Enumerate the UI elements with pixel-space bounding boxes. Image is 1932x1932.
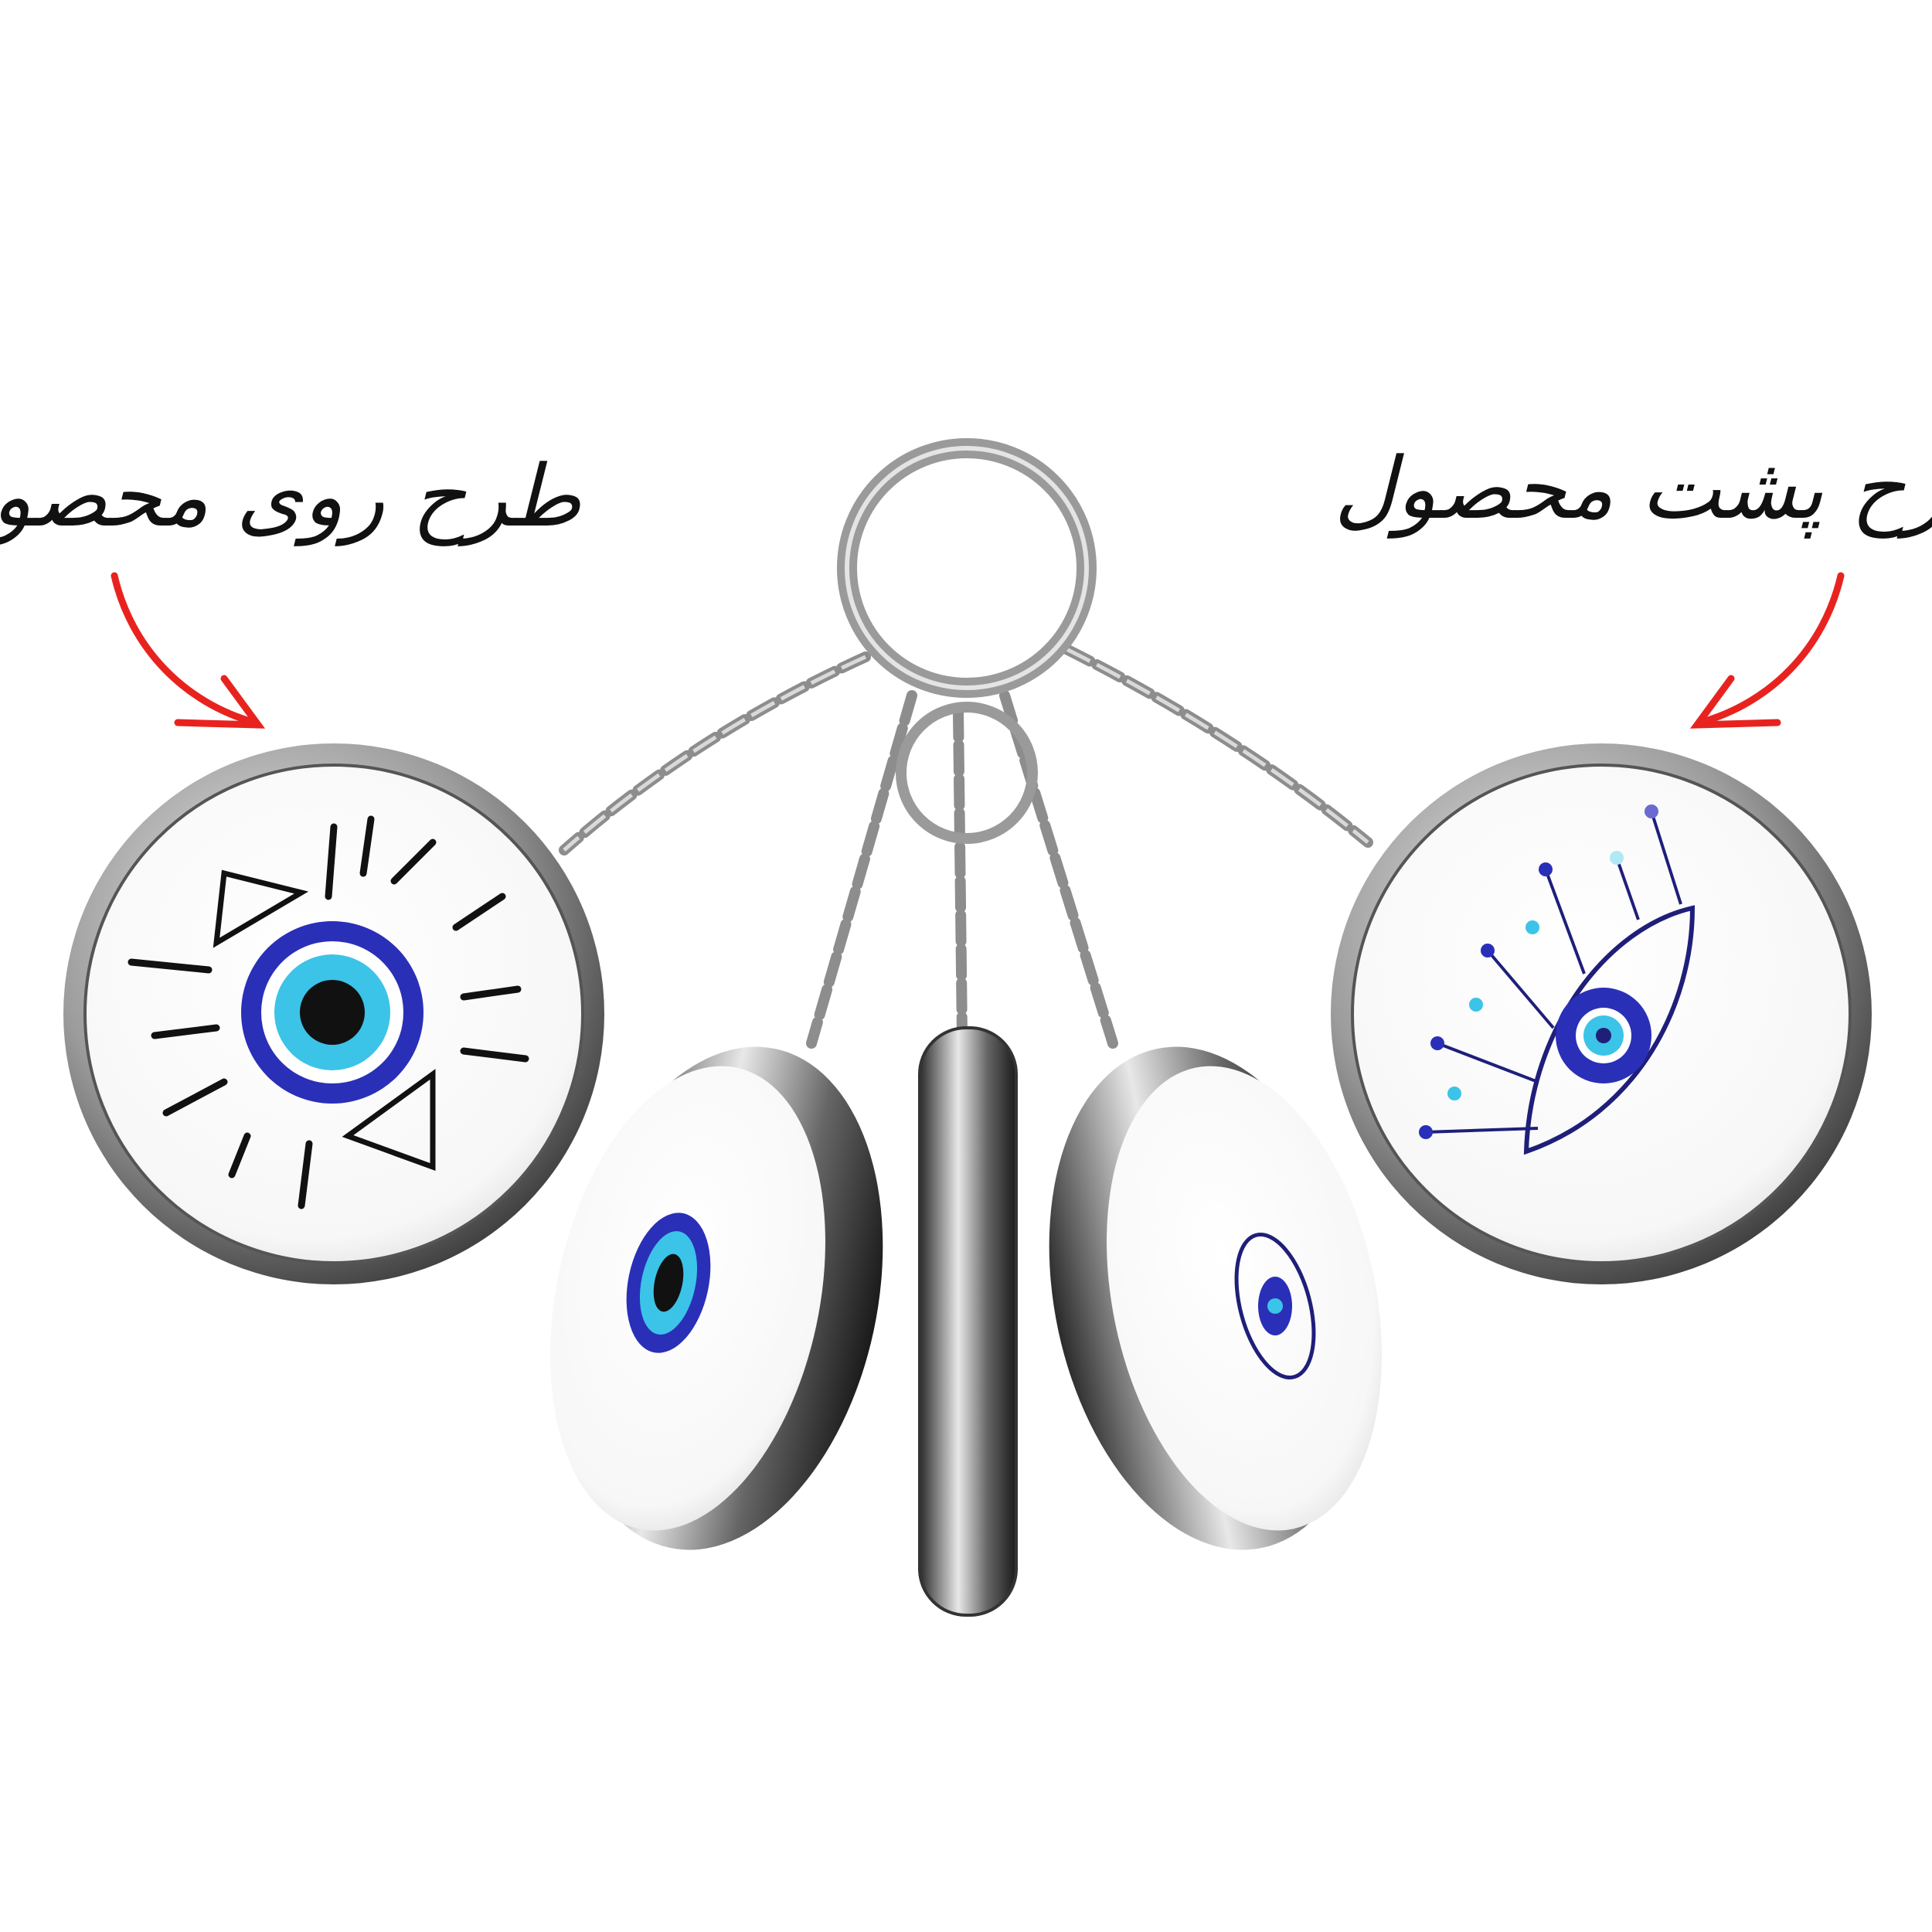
front-pendant-tilted: [550, 1046, 883, 1550]
back-arrow-icon: [1689, 572, 1845, 729]
sun-rays: [128, 815, 529, 1209]
jump-ring: [896, 702, 1038, 844]
front-arrow-icon: [111, 572, 266, 729]
back-pendant: [1331, 743, 1872, 1284]
chains: [559, 644, 1373, 1049]
back-design-label: طرح پشت محصول: [1334, 439, 1932, 539]
center-pendant-edge: [918, 1026, 1018, 1617]
front-design-label: طرح روی محصول: [0, 447, 582, 546]
eye-lashes: [1425, 811, 1682, 1134]
front-pendant: [63, 743, 604, 1284]
back-pendant-tilted: [1049, 1046, 1382, 1550]
